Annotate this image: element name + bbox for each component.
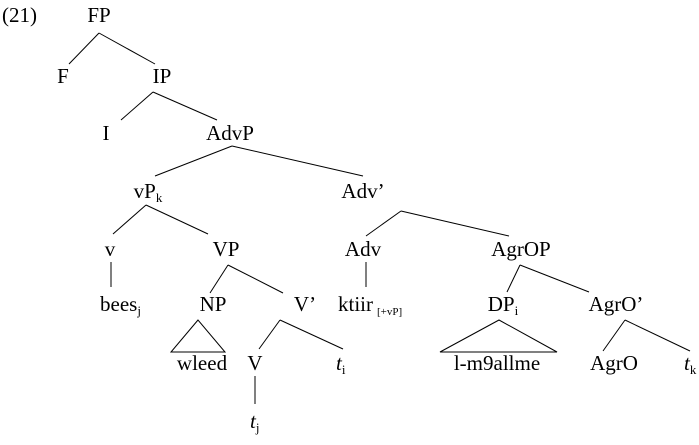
branch-advp-vpk — [154, 145, 233, 177]
node-f: F — [57, 64, 69, 88]
branch-advbar-adv — [365, 210, 402, 237]
tree-branches — [68, 32, 691, 404]
branch-vp-np — [209, 264, 229, 294]
branch-agrop-agrobar — [519, 264, 590, 293]
branch-vbar-trace-i — [279, 319, 344, 350]
node-v-bar: V’ — [294, 292, 316, 316]
node-vp-k: vPk — [134, 179, 163, 205]
node-wleed: wleed — [177, 351, 228, 375]
branch-agrop-dp — [506, 264, 521, 293]
branch-agrobar-trace-k — [624, 319, 691, 352]
branch-vp-vbar — [227, 264, 284, 294]
branch-vpk-vp — [145, 204, 209, 235]
node-np: NP — [200, 292, 227, 316]
node-m9allme: l-m9allme — [454, 351, 540, 375]
branch-fp-f — [68, 32, 100, 65]
branch-fp-ip — [98, 32, 156, 65]
node-agro: AgrO — [590, 351, 638, 375]
branch-agrobar-agro — [602, 319, 626, 352]
branch-advp-advbar — [231, 145, 364, 177]
node-ktiir: ktiir[+vP] — [338, 292, 402, 318]
triangle-np — [169, 319, 227, 353]
branch-vbar-vhead — [258, 319, 281, 350]
node-agrop: AgrOP — [491, 237, 551, 261]
node-v-small: v — [105, 237, 116, 261]
node-dp: DPi — [488, 292, 519, 318]
node-fp: FP — [87, 3, 110, 27]
branch-ip-i — [120, 91, 154, 121]
node-v-head: V — [247, 351, 262, 375]
node-agro-bar: AgrO’ — [589, 292, 644, 316]
node-trace-j: tj — [250, 409, 259, 435]
node-bees: beesj — [100, 292, 141, 318]
tree-labels: (21) FP F IP I AdvP vPk Adv’ v VP Adv Ag… — [2, 3, 697, 435]
node-adv-bar: Adv’ — [341, 179, 384, 203]
node-adv: Adv — [345, 237, 382, 261]
node-ip: IP — [153, 64, 172, 88]
branch-ip-advp — [152, 91, 218, 121]
node-vp: VP — [213, 237, 240, 261]
node-advp: AdvP — [206, 121, 254, 145]
branch-vpk-v — [112, 204, 147, 235]
example-number: (21) — [2, 3, 37, 27]
branch-advbar-agrop — [400, 210, 510, 237]
triangle-dp — [439, 319, 558, 353]
node-i: I — [103, 121, 110, 145]
node-trace-k: tk — [684, 351, 697, 377]
node-trace-i: ti — [336, 351, 346, 377]
